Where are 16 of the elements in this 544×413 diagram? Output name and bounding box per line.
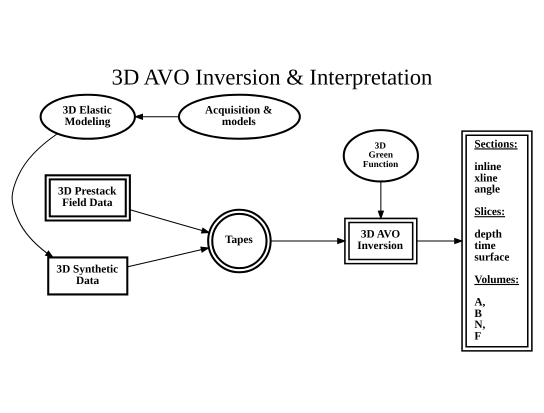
arrow [134,114,179,120]
node-circle: Tapes [207,208,272,274]
arrow [417,238,464,244]
arrow [271,238,346,244]
node-box: 3D Prestack Field Data [44,174,131,222]
node-box: 3D AVO Inversion [344,218,418,264]
node-ellipse: 3D Elastic Modeling [40,94,136,140]
node-ellipse: Acquisition & models [178,94,301,140]
node-box: 3D Synthetic Data [47,256,128,296]
arrow [130,209,211,234]
node-ellipse: 3D Green Function [342,129,419,182]
arrow [12,133,58,258]
arrow [127,246,210,268]
arrow [378,181,384,220]
diagram-title: 3D AVO Inversion & Interpretation [112,64,432,90]
node-box: Sections: inline xline angle Slices: depth time surface Volumes: A, B N, F [461,130,533,352]
